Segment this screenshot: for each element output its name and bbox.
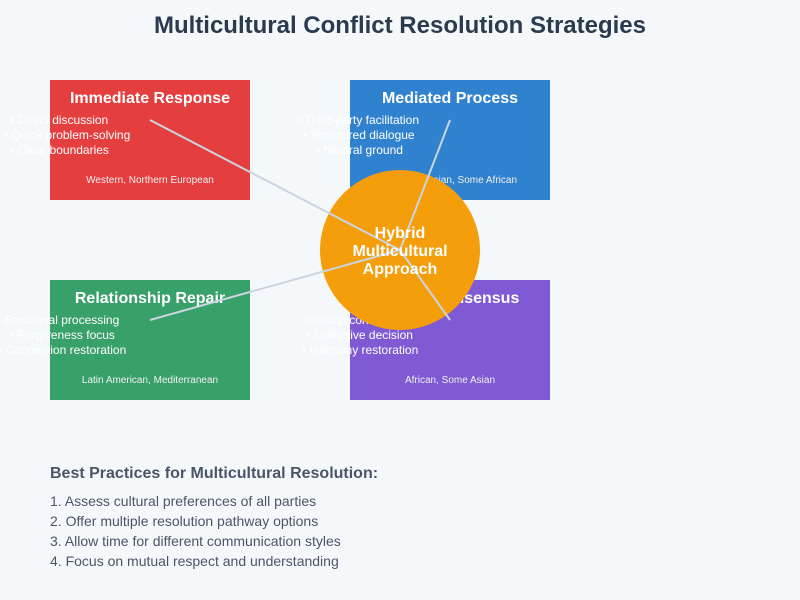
box-item: • Clear boundaries [10,143,109,157]
box-title: Mediated Process [381,90,519,107]
box-item: • Quick problem-solving [4,128,131,142]
box-item: • Collective decision [306,328,413,342]
box-footer: Latin American, Mediterranean [81,375,219,386]
box-title: Immediate Response [69,90,231,107]
diagram-title: Multicultural Conflict Resolution Strate… [153,12,647,39]
practice-item: 3. Allow time for different communicatio… [50,533,341,549]
box-item: • Third-party facilitation [297,113,420,127]
connector-immediate [149,119,401,251]
box-title: Relationship Repair [74,290,226,307]
box-footer: African, Some Asian [404,375,496,386]
connector-mediated [399,119,451,251]
hub-label-line: Hybrid [374,225,426,242]
box-item: • Connection restoration [0,343,127,357]
box-item: • Harmony restoration [302,343,419,357]
hub-label-line: Approach [362,261,438,278]
box-footer: Western, Northern European [86,175,214,186]
box-item: • Emotional processing [0,313,120,327]
relationship-repair-box: Relationship Repair • Emotional processi… [0,280,250,400]
box-item: • Neutral ground [316,143,403,157]
best-practices-section: Best Practices for Multicultural Resolut… [50,465,378,571]
box-item: • Forgiveness focus [10,328,115,342]
connector-consensus [399,249,451,321]
practice-item: 4. Focus on mutual respect and understan… [50,553,339,569]
best-practices-title: Best Practices for Multicultural Resolut… [50,465,379,482]
connector-relationship [149,249,401,321]
immediate-response-box: Immediate Response • Direct discussion •… [4,80,250,200]
box-item: • Structured dialogue [303,128,415,142]
box-item: • Direct discussion [10,113,109,127]
hub-label: Hybrid Multicultural Approach [320,225,480,279]
practice-item: 2. Offer multiple resolution pathway opt… [50,513,319,529]
hub-label-line: Multicultural [352,243,448,260]
practice-item: 1. Assess cultural preferences of all pa… [50,493,317,509]
box-footer: Asian, Some African [426,175,518,186]
